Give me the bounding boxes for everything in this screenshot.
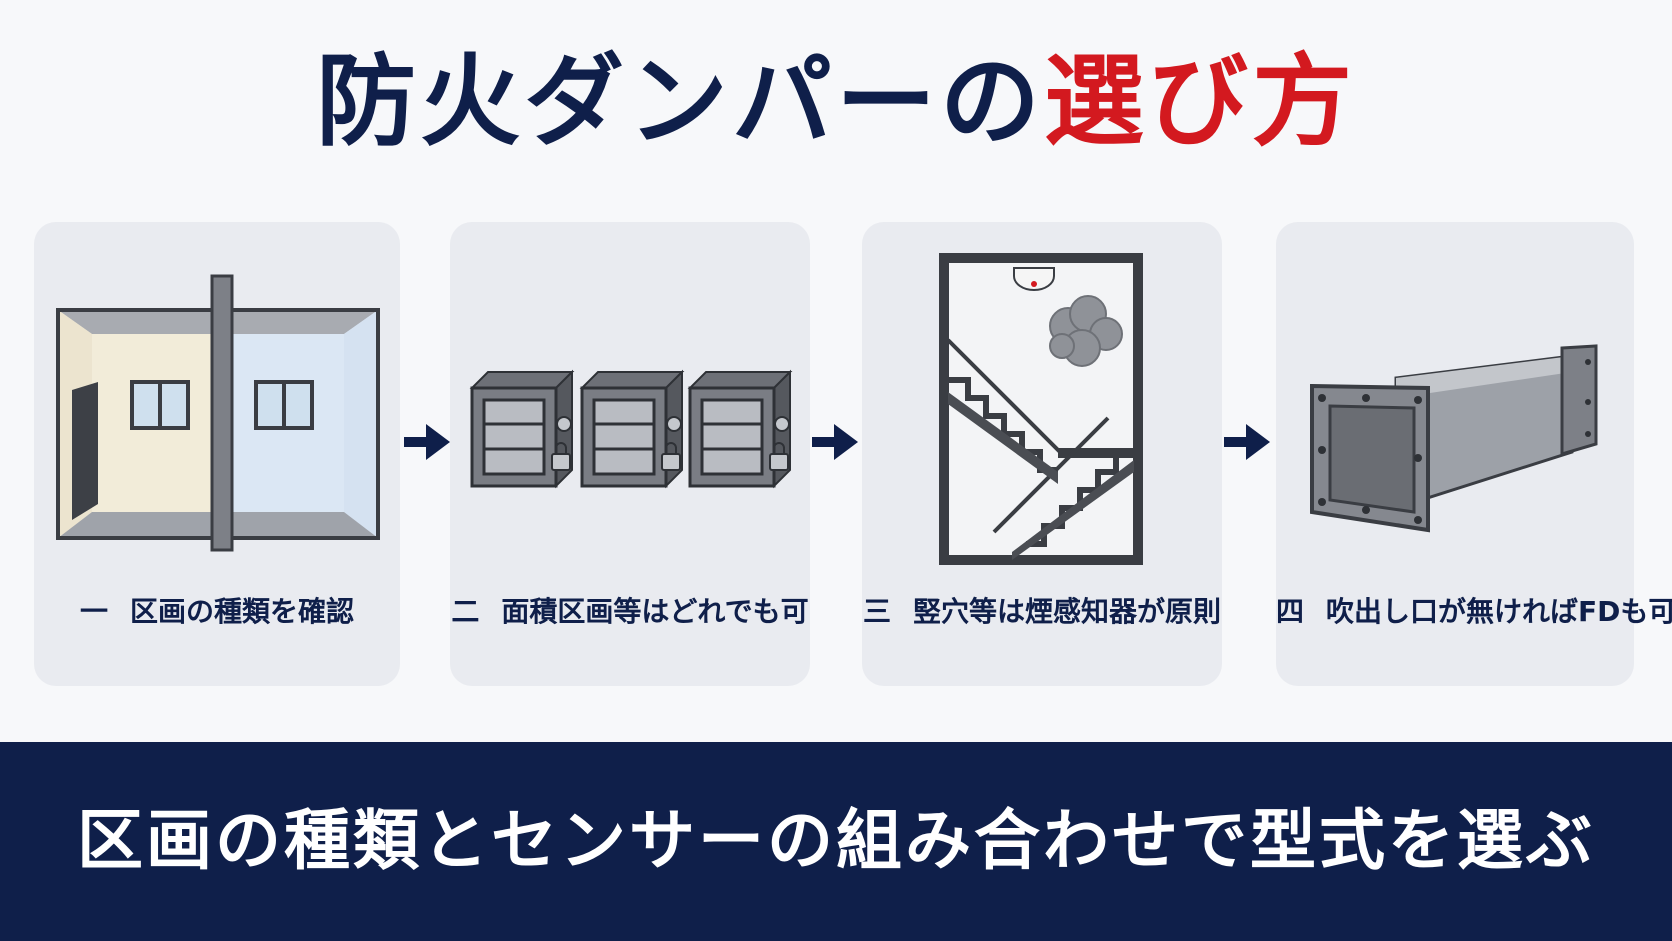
- step-card-1: 一区画の種類を確認: [34, 222, 400, 686]
- smoke-detector-icon: [1013, 267, 1055, 291]
- smoke-cloud-icon: [1049, 295, 1123, 367]
- step-number-2: 二: [451, 595, 480, 628]
- step-text-3: 竪穴等は煙感知器が原則: [913, 595, 1222, 628]
- arrow-right-icon-3: [1224, 424, 1270, 460]
- step-card-3: 三竪穴等は煙感知器が原則: [862, 222, 1222, 686]
- door-icon: [72, 382, 98, 520]
- step-label-4: 四吹出し口が無ければFDも可: [1276, 590, 1672, 630]
- arrow-right-icon-1: [404, 424, 450, 460]
- step-number-1: 一: [79, 595, 108, 628]
- window-icon-right: [254, 380, 314, 430]
- title-accent: 選び方: [1044, 43, 1356, 160]
- damper-icon-2: [579, 369, 685, 489]
- partition-wall: [210, 274, 234, 552]
- page-title: 防火ダンパーの選び方: [0, 42, 1672, 162]
- summary-banner: 区画の種類とセンサーの組み合わせで型式を選ぶ: [0, 742, 1672, 941]
- step-label-2: 二面積区画等はどれでも可: [450, 590, 810, 630]
- title-main: 防火ダンパーの: [316, 43, 1044, 160]
- summary-text: 区画の種類とセンサーの組み合わせで型式を選ぶ: [77, 802, 1595, 879]
- step-text-2: 面積区画等はどれでも可: [501, 595, 809, 628]
- fire-damper-duct-illustration: [1310, 344, 1598, 533]
- step-label-3: 三竪穴等は煙感知器が原則: [862, 590, 1222, 630]
- damper-icon-1: [469, 369, 575, 489]
- step-card-4: 四吹出し口が無ければFDも可: [1276, 222, 1672, 686]
- step-number-3: 三: [862, 595, 891, 628]
- step-number-4: 四: [1276, 595, 1305, 628]
- window-icon-left: [130, 380, 190, 430]
- stairwell-illustration: [939, 253, 1143, 565]
- arrow-right-icon-2: [812, 424, 858, 460]
- step-label-1: 一区画の種類を確認: [34, 590, 400, 630]
- step-card-2: 二面積区画等はどれでも可: [450, 222, 810, 686]
- damper-icon-3: [687, 369, 793, 489]
- step-text-1: 区画の種類を確認: [130, 595, 355, 628]
- damper-units-illustration: [469, 369, 793, 489]
- room-partition-illustration: [56, 274, 380, 552]
- step-text-4: 吹出し口が無ければFDも可: [1326, 595, 1672, 628]
